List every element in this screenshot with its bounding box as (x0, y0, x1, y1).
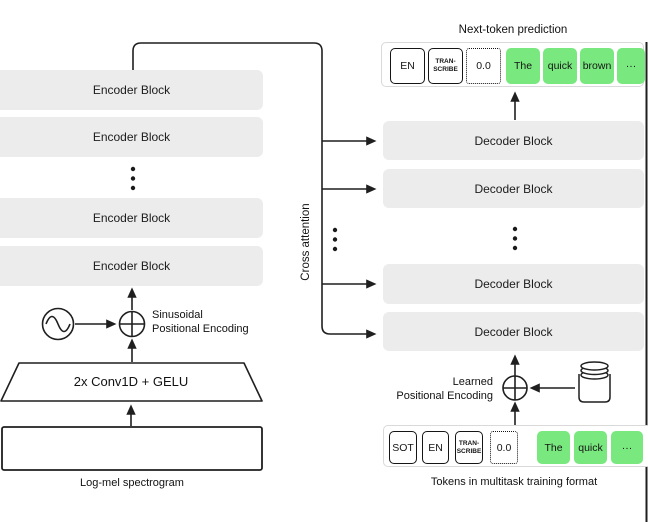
decoder-block-3: Decoder Block (383, 264, 644, 304)
token-ellipsis: ··· (611, 431, 643, 464)
encoder-ellipsis-icon (130, 166, 136, 191)
token-en: EN (390, 48, 425, 84)
decoder-ellipsis-icon (512, 226, 518, 251)
conv-block-label: 2x Conv1D + GELU (73, 374, 189, 389)
token-the: The (506, 48, 540, 84)
token-quick: quick (574, 431, 607, 464)
encoder-block-1: Encoder Block (0, 70, 263, 110)
log-mel-label: Log-mel spectrogram (80, 477, 184, 489)
input-token-row: SOT EN TRAN- SCRIBE 0.0 The quick ··· (383, 425, 648, 467)
sinusoidal-pe-plus-icon (118, 310, 146, 338)
tokens-caption: Tokens in multitask training format (430, 476, 598, 488)
decoder-block-2: Decoder Block (383, 169, 644, 208)
encoder-to-decoder-spine (132, 42, 377, 339)
token-timestamp: 0.0 (490, 431, 518, 464)
next-token-prediction-label: Next-token prediction (458, 24, 568, 36)
token-transcribe: TRAN- SCRIBE (428, 48, 463, 84)
token-the: The (537, 431, 570, 464)
learned-embedding-jar-icon (578, 361, 611, 403)
log-mel-spectrogram-box (1, 426, 263, 471)
token-quick: quick (543, 48, 577, 84)
token-ellipsis: ··· (617, 48, 645, 84)
token-transcribe: TRAN- SCRIBE (455, 431, 483, 464)
sinusoidal-pe-label: Sinusoidal Positional Encoding (152, 309, 249, 335)
cross-attention-ellipsis-icon (332, 227, 338, 252)
encoder-block-4: Encoder Block (0, 246, 263, 286)
decoder-block-4: Decoder Block (383, 312, 644, 351)
prediction-token-row: EN TRAN- SCRIBE 0.0 The quick brown ··· (381, 42, 645, 87)
encoder-block-3: Encoder Block (0, 198, 263, 238)
cross-attention-label: Cross attention (300, 203, 312, 281)
token-timestamp: 0.0 (466, 48, 501, 84)
conv-trapezoid (0, 362, 263, 402)
token-brown: brown (580, 48, 614, 84)
decoder-block-1: Decoder Block (383, 121, 644, 160)
sine-wave-icon (41, 307, 75, 341)
token-sot: SOT (389, 431, 417, 464)
learned-pe-label: Learned Positional Encoding (396, 376, 493, 402)
encoder-block-2: Encoder Block (0, 117, 263, 157)
token-en: EN (422, 431, 449, 464)
cross-attention-arrows (132, 42, 377, 339)
learned-pe-plus-icon (502, 375, 528, 401)
